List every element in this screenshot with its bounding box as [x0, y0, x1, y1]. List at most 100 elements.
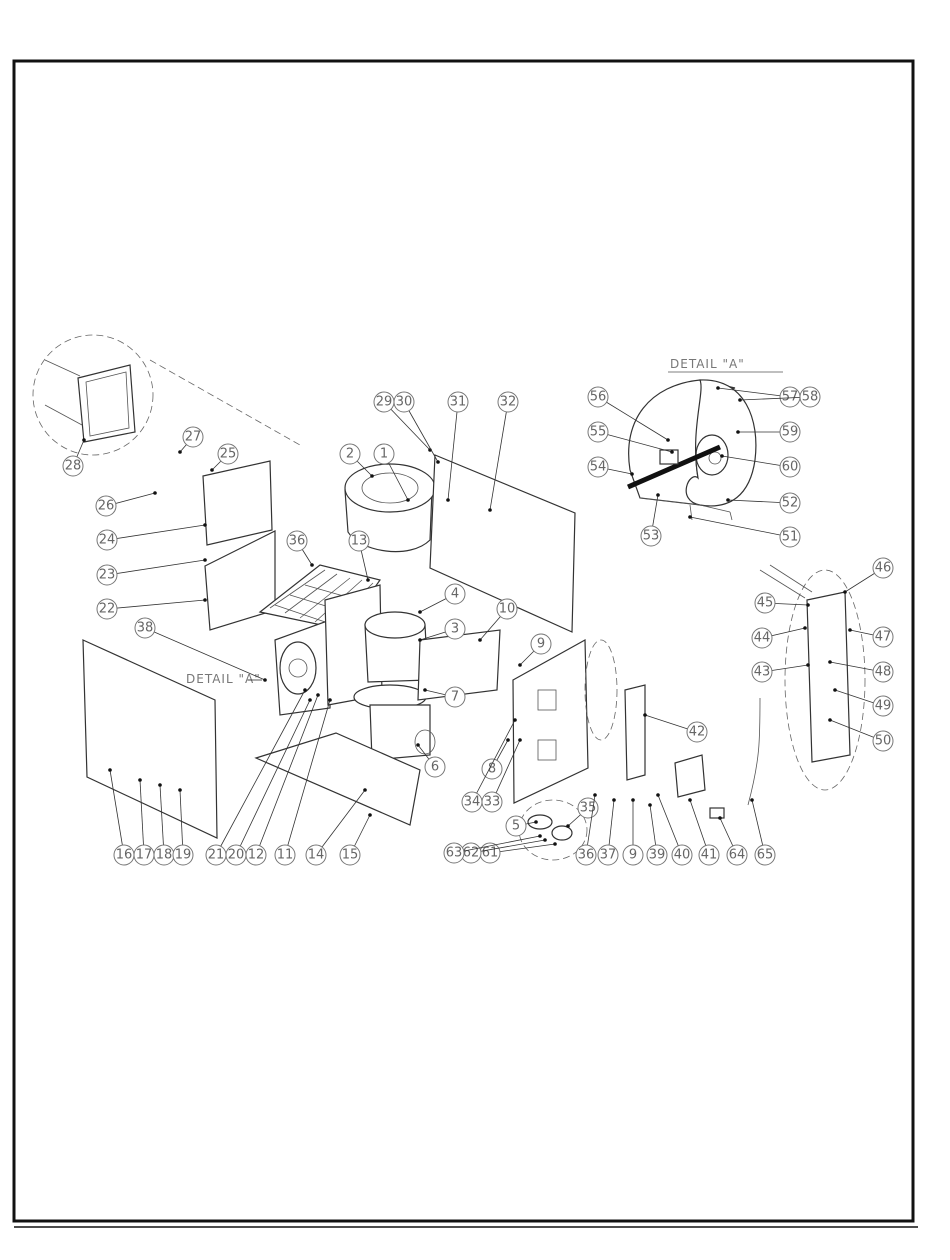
callout-balloon-c33: 33	[482, 792, 502, 812]
leader-arrow-c34	[513, 718, 517, 722]
leader-arrow-c10	[478, 638, 482, 642]
callout-balloon-c13: 13	[349, 531, 369, 551]
callout-number: 7	[451, 690, 459, 705]
leader-arrow-c16	[108, 768, 112, 772]
detail-a-title: DETAIL "A"	[670, 357, 745, 371]
callout-balloon-c31: 31	[448, 392, 468, 412]
callout-number: 10	[499, 602, 516, 617]
leader-arrow-c4	[418, 610, 422, 614]
callout-balloon-c26: 26	[96, 496, 116, 516]
callout-number: 39	[649, 848, 666, 863]
leader-arrow-c37	[612, 798, 616, 802]
leader-arrow-c6	[416, 743, 420, 747]
leader-arrow-c20	[308, 698, 312, 702]
leader-arrow-c42	[643, 713, 647, 717]
leader-arrow-c49	[833, 688, 837, 692]
callout-balloon-c34: 34	[462, 792, 482, 812]
leader-arrow-c23	[203, 558, 207, 562]
leader-arrow-c30	[436, 460, 440, 464]
callout-balloon-c24: 24	[97, 530, 117, 550]
callout-balloon-c9a: 9	[531, 634, 551, 654]
leader-arrow-c22	[203, 598, 207, 602]
callout-balloon-c21: 21	[206, 845, 226, 865]
callout-number: 38	[137, 621, 154, 636]
leader-arrow-c21	[303, 688, 307, 692]
callout-balloon-c25: 25	[218, 444, 238, 464]
leader-arrow-c55	[670, 450, 674, 454]
callout-number: 29	[376, 395, 393, 410]
callout-number: 11	[277, 848, 294, 863]
leader-arrow-c47	[848, 628, 852, 632]
leader-arrow-c5	[534, 820, 538, 824]
callout-number: 6	[431, 760, 439, 775]
callout-number: 4	[451, 587, 459, 602]
callout-balloon-c36a: 36	[287, 531, 307, 551]
callout-balloon-c65: 65	[755, 845, 775, 865]
callout-number: 3	[451, 622, 459, 637]
callout-balloon-c5: 5	[506, 816, 526, 836]
callout-balloon-c17: 17	[134, 845, 154, 865]
callout-balloon-c3: 3	[445, 619, 465, 639]
callout-number: 54	[590, 460, 607, 475]
callout-number: 30	[396, 395, 413, 410]
callout-balloon-c56: 56	[588, 387, 608, 407]
leader-arrow-c59	[736, 430, 740, 434]
leader-line-c34	[472, 720, 515, 802]
detail-a-blower: DETAIL "A"	[628, 357, 783, 520]
leader-arrow-c60	[720, 454, 724, 458]
callout-number: 49	[875, 699, 892, 714]
leader-arrow-c39	[648, 803, 652, 807]
callout-number: 20	[228, 848, 245, 863]
callout-number: 19	[175, 848, 192, 863]
callout-number: 45	[757, 596, 774, 611]
callout-number: 65	[757, 848, 774, 863]
callout-balloon-c51: 51	[780, 527, 800, 547]
callout-number: 59	[782, 425, 799, 440]
callout-balloon-c22: 22	[97, 599, 117, 619]
callout-number: 17	[136, 848, 153, 863]
callout-balloon-c4: 4	[445, 584, 465, 604]
leader-arrow-c15	[368, 813, 372, 817]
leader-arrow-c51	[688, 515, 692, 519]
leader-arrow-c24	[203, 523, 207, 527]
leader-arrow-c44	[803, 626, 807, 630]
leader-arrow-c19	[178, 788, 182, 792]
leader-line-c23	[107, 560, 205, 575]
callout-number: 41	[701, 848, 718, 863]
callout-balloon-c6: 6	[425, 757, 445, 777]
callout-number: 21	[208, 848, 225, 863]
callout-balloon-c16: 16	[114, 845, 134, 865]
callout-number: 60	[782, 460, 799, 475]
leader-arrow-c31	[446, 498, 450, 502]
callout-number: 36	[289, 534, 306, 549]
callout-balloon-c20: 20	[226, 845, 246, 865]
callout-number: 62	[463, 846, 480, 861]
callout-number: 56	[590, 390, 607, 405]
callout-balloon-c48: 48	[873, 662, 893, 682]
callout-balloon-c9b: 9	[623, 845, 643, 865]
leader-arrow-c57	[716, 386, 720, 390]
callout-balloon-c59: 59	[780, 422, 800, 442]
callout-number: 47	[875, 630, 892, 645]
callout-number: 44	[754, 631, 771, 646]
leader-arrow-c18	[158, 783, 162, 787]
callout-balloon-c38: 38	[135, 618, 155, 638]
callout-balloon-c12: 12	[246, 845, 266, 865]
leader-arrow-c41	[688, 798, 692, 802]
callout-number: 9	[537, 637, 545, 652]
callout-number: 63	[446, 846, 463, 861]
leader-arrow-c8	[506, 738, 510, 742]
callout-number: 5	[512, 819, 520, 834]
callout-balloon-c39: 39	[647, 845, 667, 865]
leader-line-c24	[107, 525, 205, 540]
callout-number: 15	[342, 848, 359, 863]
callout-number: 32	[500, 395, 517, 410]
callout-balloon-c58: 58	[800, 387, 820, 407]
callout-number: 64	[729, 848, 746, 863]
leader-line-c14	[316, 790, 365, 855]
leader-arrow-c27	[178, 450, 182, 454]
leader-arrow-c64	[718, 816, 722, 820]
leader-arrow-c12	[316, 693, 320, 697]
callout-number: 28	[65, 459, 82, 474]
callout-balloon-c40: 40	[672, 845, 692, 865]
